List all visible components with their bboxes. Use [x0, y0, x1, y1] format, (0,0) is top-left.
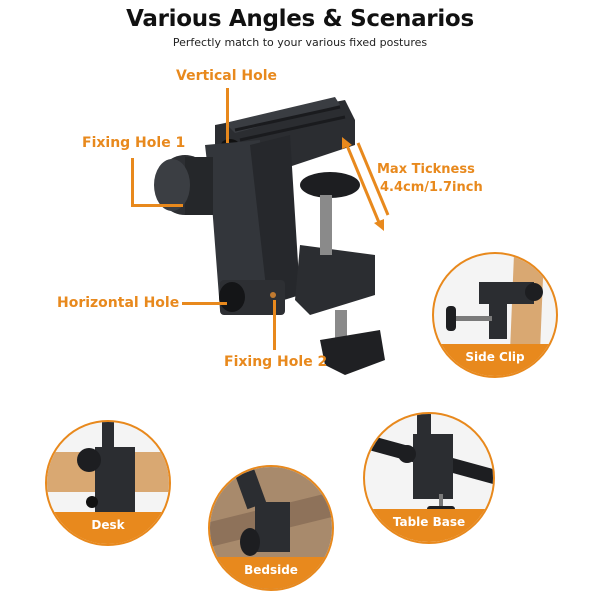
fixing-hole-1-label: Fixing Hole 1	[82, 135, 186, 151]
page-title: Various Angles & Scenarios	[126, 6, 474, 32]
max-thickness-value: 4.4cm/1.7inch	[380, 180, 483, 195]
scenario-desk: Desk	[45, 420, 171, 546]
fixing-hole-2-leader	[273, 300, 276, 350]
desk-clamp-image	[154, 97, 385, 375]
desk-image	[47, 422, 169, 517]
max-thickness-label: Max Tickness	[377, 162, 475, 177]
vertical-hole-label: Vertical Hole	[176, 68, 278, 84]
scenario-table-base: Table Base	[363, 412, 495, 544]
page-subtitle: Perfectly match to your various fixed po…	[172, 36, 428, 49]
fixing-hole-2-label: Fixing Hole 2	[224, 354, 328, 370]
scenario-side-clip: Side Clip	[432, 252, 558, 378]
thickness-arrow-icon	[342, 137, 390, 231]
fixing-hole-1-leader-v	[131, 158, 134, 206]
vertical-hole-leader	[226, 88, 229, 143]
horizontal-hole-leader	[182, 302, 227, 305]
horizontal-hole-label: Horizontal Hole	[57, 295, 180, 311]
table-base-label: Table Base	[365, 508, 493, 542]
bedside-label: Bedside	[210, 557, 332, 589]
side-clip-label: Side Clip	[434, 344, 556, 376]
fixing-hole-1-leader-h	[131, 204, 183, 207]
scenario-bedside: Bedside	[208, 465, 334, 591]
table-base-image	[365, 414, 493, 514]
desk-label: Desk	[47, 512, 169, 544]
